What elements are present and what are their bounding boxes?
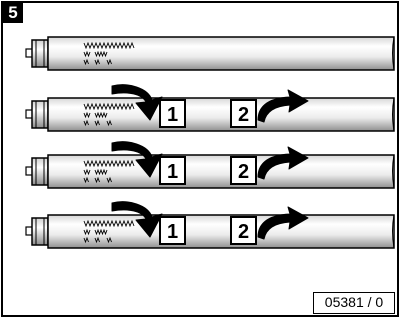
callout-1: 1 (159, 156, 186, 185)
callout-1: 1 (159, 216, 186, 245)
svg-text:2: 2 (238, 221, 249, 243)
svg-text:1: 1 (167, 104, 178, 126)
svg-text:1: 1 (167, 161, 178, 183)
figure-reference-label: 05381 / 0 (313, 292, 395, 314)
tube-2 (25, 97, 395, 132)
callout-2: 2 (230, 99, 257, 128)
tube-3 (25, 154, 395, 189)
svg-text:2: 2 (238, 104, 249, 126)
svg-text:1: 1 (167, 221, 178, 243)
callout-2: 2 (230, 156, 257, 185)
callout-2: 2 (230, 216, 257, 245)
tube-1 (25, 36, 395, 71)
callout-1: 1 (159, 99, 186, 128)
svg-text:2: 2 (238, 161, 249, 183)
step-number-badge: 5 (3, 3, 23, 23)
tube-4 (25, 214, 395, 249)
